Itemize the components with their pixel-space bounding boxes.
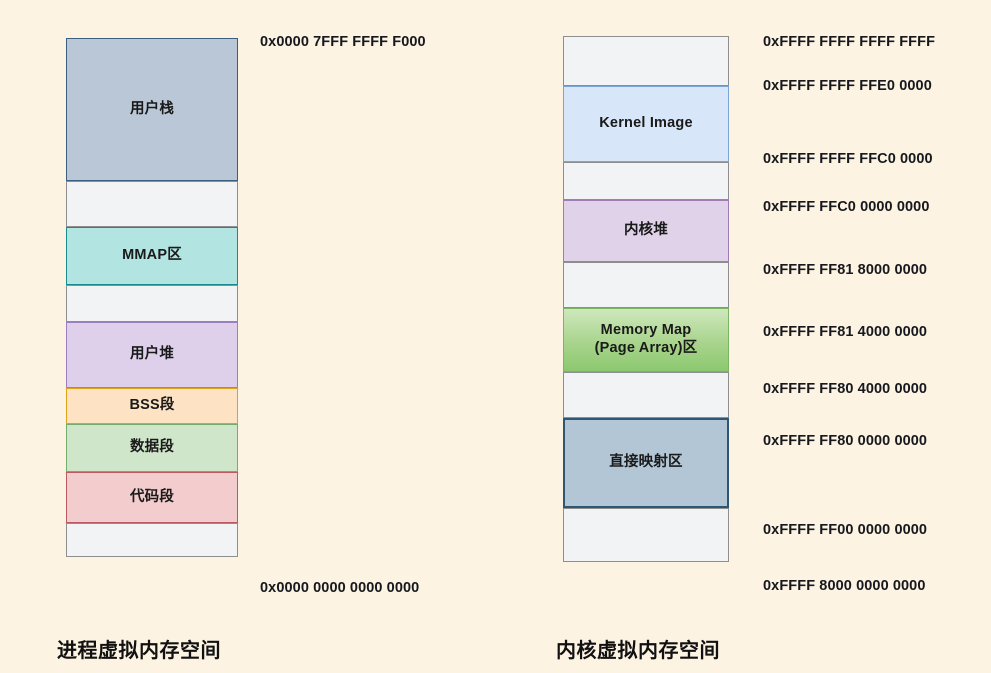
kernel-block-直接映射区-label: 直接映射区 bbox=[609, 454, 683, 471]
kernel-address-label: 0xFFFF FFFF FFC0 0000 bbox=[763, 151, 933, 167]
kernel-block-内核堆: 内核堆 bbox=[563, 200, 729, 262]
kernel-address-label: 0xFFFF FF80 0000 0000 bbox=[763, 433, 928, 449]
kernel-block-gap-8 bbox=[563, 508, 729, 562]
kernel-block-memory-map-page-array区: Memory Map (Page Array)区 bbox=[563, 308, 729, 372]
process-block-gap-8 bbox=[66, 523, 238, 557]
kernel-block-直接映射区: 直接映射区 bbox=[563, 418, 729, 508]
kernel-space-caption: 内核虚拟内存空间 bbox=[556, 640, 720, 662]
kernel-block-memory-map-page-array区-label: Memory Map (Page Array)区 bbox=[594, 322, 698, 356]
process-block-用户栈-label: 用户栈 bbox=[129, 100, 175, 117]
process-block-数据段-label: 数据段 bbox=[129, 439, 175, 456]
process-block-gap-1 bbox=[66, 181, 238, 227]
kernel-block-gap-2 bbox=[563, 162, 729, 200]
process-block-数据段: 数据段 bbox=[66, 424, 238, 472]
process-block-用户堆: 用户堆 bbox=[66, 322, 238, 388]
process-block-用户堆-label: 用户堆 bbox=[129, 346, 175, 363]
kernel-address-label: 0xFFFF FF81 4000 0000 bbox=[763, 324, 928, 340]
process-block-用户栈: 用户栈 bbox=[66, 38, 238, 181]
process-address-label: 0x0000 7FFF FFFF F000 bbox=[260, 34, 426, 50]
process-block-mmap区: MMAP区 bbox=[66, 227, 238, 285]
process-space-caption: 进程虚拟内存空间 bbox=[57, 640, 221, 662]
kernel-block-kernel-image: Kernel Image bbox=[563, 86, 729, 162]
kernel-address-label: 0xFFFF FF80 4000 0000 bbox=[763, 381, 928, 397]
kernel-block-gap-4 bbox=[563, 262, 729, 308]
kernel-address-label: 0xFFFF FF00 0000 0000 bbox=[763, 522, 928, 538]
process-block-代码段: 代码段 bbox=[66, 472, 238, 523]
kernel-block-内核堆-label: 内核堆 bbox=[623, 222, 669, 239]
kernel-memory-column: Kernel Image 内核堆 Memory Map (Page Array)区直… bbox=[563, 36, 729, 562]
kernel-address-label: 0xFFFF FF81 8000 0000 bbox=[763, 262, 928, 278]
process-address-label: 0x0000 0000 0000 0000 bbox=[260, 580, 420, 596]
kernel-address-label: 0xFFFF 8000 0000 0000 bbox=[763, 578, 926, 594]
process-block-gap-3 bbox=[66, 285, 238, 322]
process-memory-column: 用户栈 MMAP区用户堆 BSS段数据段代码段 bbox=[66, 38, 238, 557]
process-block-bss段: BSS段 bbox=[66, 388, 238, 424]
process-block-bss段-label: BSS段 bbox=[129, 397, 175, 414]
process-block-代码段-label: 代码段 bbox=[129, 488, 175, 505]
kernel-block-gap-0 bbox=[563, 36, 729, 86]
kernel-block-gap-6 bbox=[563, 372, 729, 418]
kernel-block-kernel-image-label: Kernel Image bbox=[599, 115, 693, 132]
kernel-address-label: 0xFFFF FFC0 0000 0000 bbox=[763, 199, 930, 215]
process-block-mmap区-label: MMAP区 bbox=[122, 247, 182, 264]
kernel-address-label: 0xFFFF FFFF FFE0 0000 bbox=[763, 78, 932, 94]
kernel-address-label: 0xFFFF FFFF FFFF FFFF bbox=[763, 34, 936, 50]
